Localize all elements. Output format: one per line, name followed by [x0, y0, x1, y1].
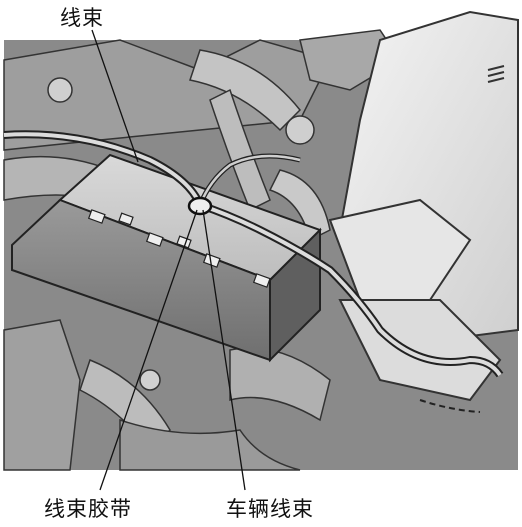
leader-line-harness-tie: [99, 209, 198, 491]
leader-line-harness: [91, 29, 139, 163]
leader-lines: [91, 29, 246, 491]
control-module-box: [11, 153, 322, 363]
label-harness: 线束: [60, 6, 104, 30]
label-vehicle-harness: 车辆线束: [226, 497, 314, 521]
leader-line-vehicle-harness: [202, 209, 246, 491]
label-harness-tie: 线束胶带: [44, 497, 132, 521]
harness-tie-clip: [187, 196, 213, 216]
wire-harness: [3, 130, 504, 413]
